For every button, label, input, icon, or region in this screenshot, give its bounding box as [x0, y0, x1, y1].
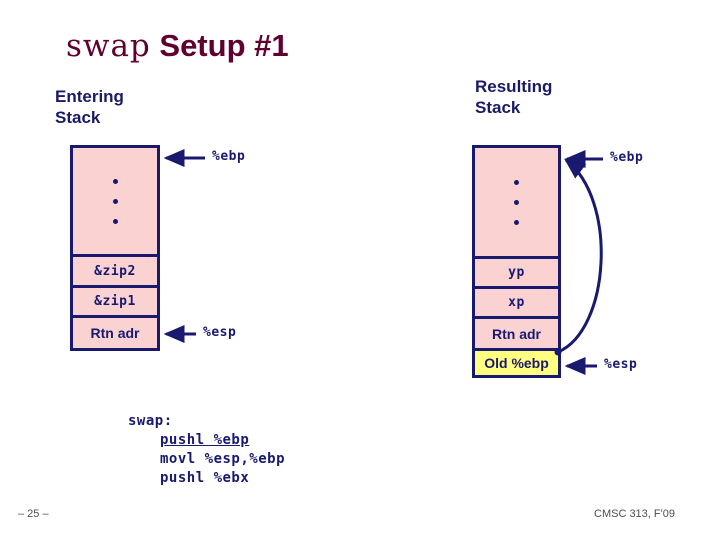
footer-page-number: – 25 –	[18, 508, 49, 520]
code-line-pushl-ebp: pushl %ebp	[160, 432, 250, 448]
code-line-movl: movl %esp,%ebp	[160, 451, 286, 467]
stack-cell-xp: xp	[475, 286, 558, 316]
stack-cell-rtn-adr: Rtn adr	[475, 316, 558, 348]
page-title: swap Setup #1	[66, 28, 289, 64]
code-line-label: swap:	[128, 413, 173, 429]
ellipsis-dot	[112, 178, 118, 184]
ellipsis-dot	[112, 198, 118, 204]
left-esp-label: %esp	[203, 325, 237, 340]
stack-cell-old-ebp: Old %ebp	[475, 348, 558, 375]
page-title-sans: Setup #1	[150, 28, 289, 63]
footer-course-label: CMSC 313, F'09	[594, 508, 675, 520]
resulting-stack-diagram: yp xp Rtn adr Old %ebp	[472, 145, 561, 378]
ellipsis-dot	[514, 179, 519, 185]
stack-cell-zip2: &zip2	[73, 254, 157, 285]
resulting-stack-heading: Resulting Stack	[475, 77, 553, 117]
ellipsis-dot	[514, 219, 519, 225]
saved-ebp-link-curve	[557, 158, 603, 354]
ellipsis-dot	[112, 218, 118, 224]
code-line-pushl-ebx: pushl %ebx	[160, 470, 250, 486]
left-ebp-label: %ebp	[212, 149, 246, 164]
page-title-mono: swap	[66, 28, 151, 64]
stack-ellipsis	[475, 148, 558, 256]
stack-cell-zip1: &zip1	[73, 285, 157, 315]
stack-cell-rtn-adr: Rtn adr	[73, 315, 157, 348]
assembly-code-block: swap: pushl %ebp movl %esp,%ebp pushl %e…	[128, 412, 285, 488]
entering-stack-diagram: &zip2 &zip1 Rtn adr	[70, 145, 160, 351]
stack-cell-yp: yp	[475, 256, 558, 286]
right-ebp-label: %ebp	[610, 150, 644, 165]
entering-stack-heading: Entering Stack	[55, 87, 124, 127]
ellipsis-dot	[514, 199, 519, 205]
stack-ellipsis	[73, 148, 157, 254]
right-esp-label: %esp	[604, 357, 638, 372]
